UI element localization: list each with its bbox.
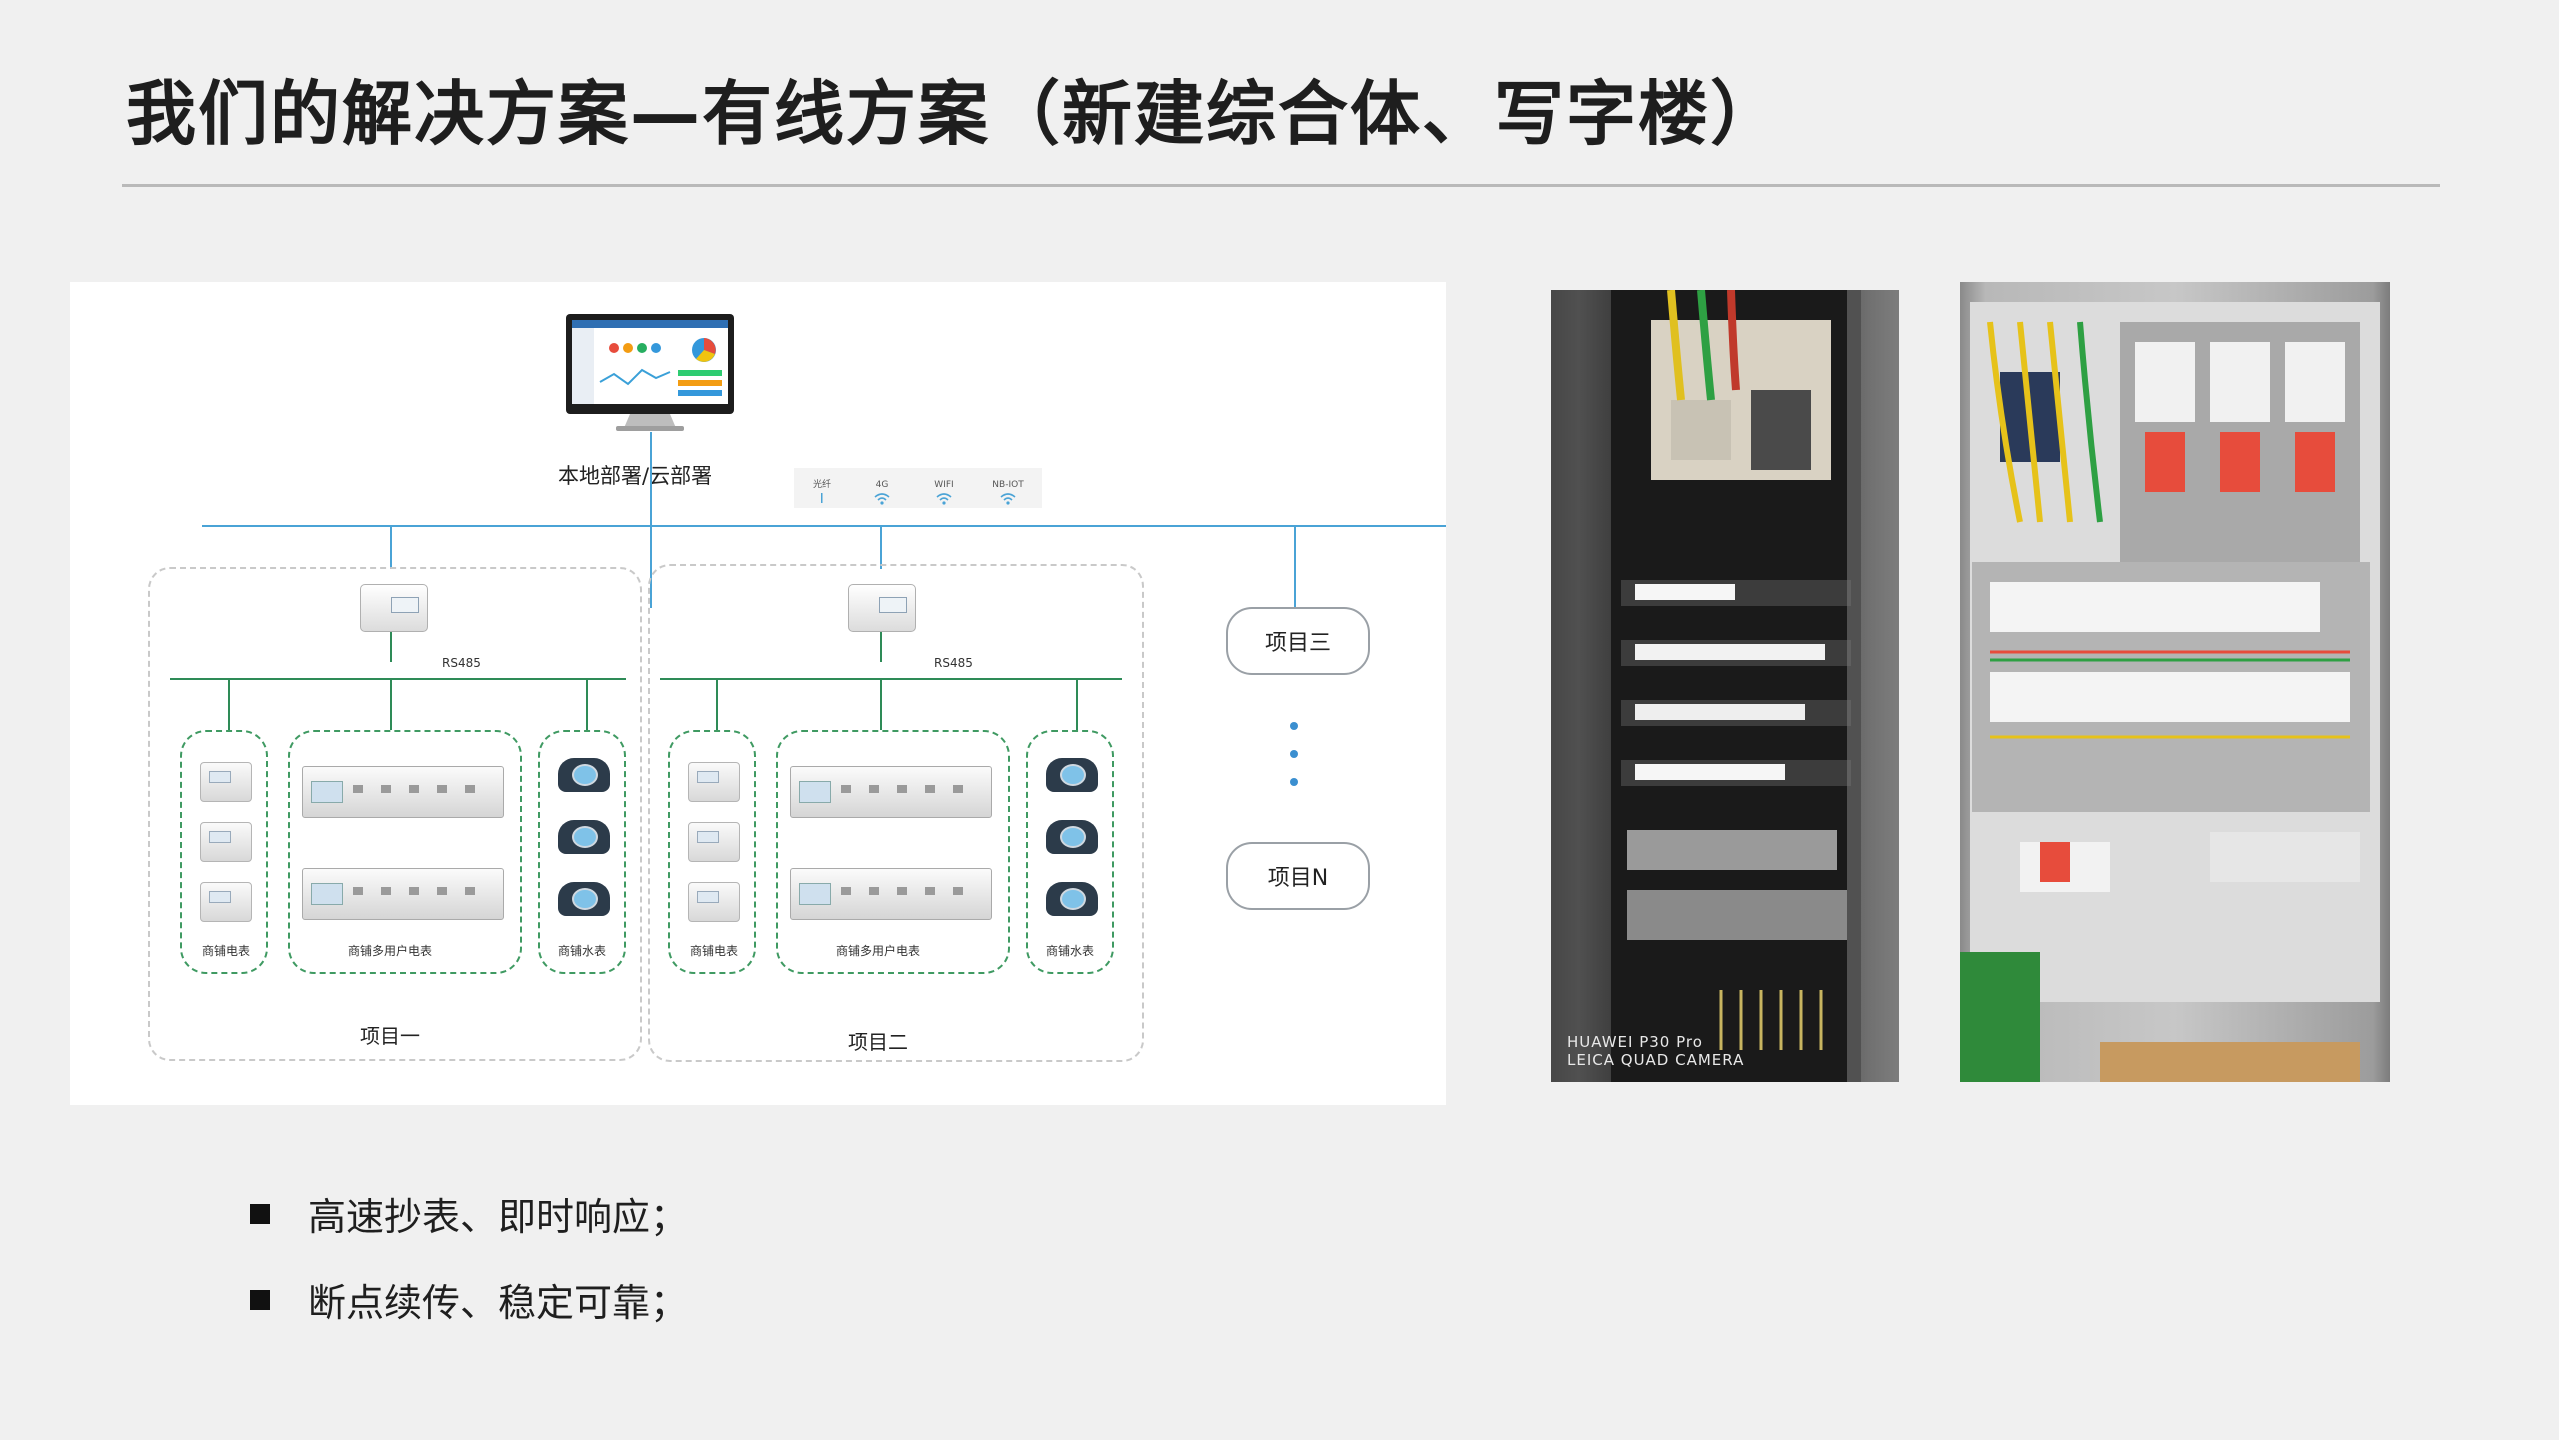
- wifi-icon: [874, 493, 890, 505]
- cabinet-photo-illustration: [1551, 290, 1899, 1082]
- electric-meter-icon: [200, 822, 252, 862]
- gateway-line: [880, 632, 882, 662]
- project-n-box: 项目N: [1226, 842, 1370, 910]
- rs485-label: RS485: [934, 656, 973, 670]
- comm-option-fiber: 光纤: [802, 472, 842, 505]
- bus-drop: [228, 680, 230, 730]
- device-label: 商铺多用户电表: [348, 944, 433, 958]
- bullet-item-1: 高速抄表、即时响应；: [250, 1186, 688, 1241]
- device-group-water-meters: [538, 730, 626, 974]
- electric-meter-icon: [688, 882, 740, 922]
- wifi-icon: [1000, 493, 1016, 505]
- gateway-icon: [848, 584, 916, 632]
- bus-drop: [1076, 680, 1078, 730]
- project-group-1: [148, 567, 642, 1061]
- monitor-icon: [566, 314, 734, 431]
- device-label: 商铺多用户电表: [836, 944, 921, 958]
- electric-meter-icon: [688, 822, 740, 862]
- project-name: 项目一: [360, 1024, 420, 1048]
- ellipsis-dot: [1290, 722, 1298, 730]
- water-meter-icon: [1046, 820, 1098, 854]
- bullet-text: 高速抄表、即时响应；: [308, 1195, 689, 1239]
- device-label: 商铺电表: [690, 944, 739, 958]
- bullet-marker-icon: [250, 1289, 270, 1310]
- deploy-label: 本地部署/云部署: [558, 464, 713, 488]
- device-label: 商铺电表: [202, 944, 251, 958]
- gateway-line: [390, 632, 392, 662]
- title-divider: [122, 184, 2440, 187]
- device-group-multi-meters: [288, 730, 522, 974]
- cabinet-photo-illustration: [1960, 302, 2380, 1082]
- water-meter-icon: [558, 882, 610, 916]
- fiber-icon: [821, 493, 823, 503]
- water-meter-icon: [558, 758, 610, 792]
- project-3-box: 项目三: [1226, 607, 1370, 675]
- system-diagram: 本地部署/云部署 光纤 4G WIFI NB-IOT RS485 商铺电表: [70, 282, 1446, 1105]
- slide-title: 我们的解决方案—有线方案（新建综合体、写字楼）: [126, 73, 1782, 155]
- gateway-icon: [360, 584, 428, 632]
- bullet-marker-icon: [250, 1203, 270, 1224]
- project-name: 项目二: [848, 1030, 908, 1054]
- camera-watermark-line1: HUAWEI P30 Pro: [1567, 1033, 1703, 1051]
- comm-option-wifi: WIFI: [924, 472, 964, 505]
- project-group-2: [648, 564, 1144, 1062]
- cabinet-photo-1: HUAWEI P30 Pro LEICA QUAD CAMERA: [1551, 290, 1899, 1082]
- drop-line: [880, 527, 882, 569]
- multi-user-meter-icon: [790, 868, 992, 920]
- device-group-water-meters: [1026, 730, 1114, 974]
- bus-drop: [716, 680, 718, 730]
- multi-user-meter-icon: [302, 868, 504, 920]
- drop-line: [390, 527, 392, 569]
- electric-meter-icon: [200, 762, 252, 802]
- comm-option-label: WIFI: [934, 480, 954, 490]
- network-bus-line: [202, 525, 1446, 527]
- device-group-meters: [668, 730, 756, 974]
- camera-watermark-line2: LEICA QUAD CAMERA: [1567, 1051, 1745, 1069]
- rs485-label: RS485: [442, 656, 481, 670]
- comm-option-4g: 4G: [862, 472, 902, 505]
- electric-meter-icon: [200, 882, 252, 922]
- device-label: 商铺水表: [558, 944, 607, 958]
- comm-option-label: 4G: [875, 480, 889, 490]
- bullet-text: 断点续传、稳定可靠；: [308, 1281, 689, 1325]
- device-group-multi-meters: [776, 730, 1010, 974]
- comm-option-nb-iot: NB-IOT: [984, 472, 1032, 505]
- device-group-meters: [180, 730, 268, 974]
- water-meter-icon: [558, 820, 610, 854]
- bus-drop: [390, 680, 392, 730]
- electric-meter-icon: [688, 762, 740, 802]
- water-meter-icon: [1046, 882, 1098, 916]
- multi-user-meter-icon: [302, 766, 504, 818]
- bullet-item-2: 断点续传、稳定可靠；: [250, 1272, 688, 1327]
- bus-drop: [880, 680, 882, 730]
- rs485-bus-line: [170, 678, 626, 680]
- comm-option-label: NB-IOT: [992, 480, 1024, 490]
- ellipsis-dot: [1290, 778, 1298, 786]
- wifi-icon: [936, 493, 952, 505]
- water-meter-icon: [1046, 758, 1098, 792]
- cabinet-photo-2: [1960, 282, 2390, 1082]
- bus-drop: [586, 680, 588, 730]
- comm-options-panel: 光纤 4G WIFI NB-IOT: [794, 468, 1042, 508]
- drop-line: [1294, 527, 1296, 607]
- comm-option-label: 光纤: [812, 480, 831, 490]
- device-label: 商铺水表: [1046, 944, 1095, 958]
- uplink-line: [650, 432, 652, 608]
- multi-user-meter-icon: [790, 766, 992, 818]
- rs485-bus-line: [660, 678, 1122, 680]
- ellipsis-dot: [1290, 750, 1298, 758]
